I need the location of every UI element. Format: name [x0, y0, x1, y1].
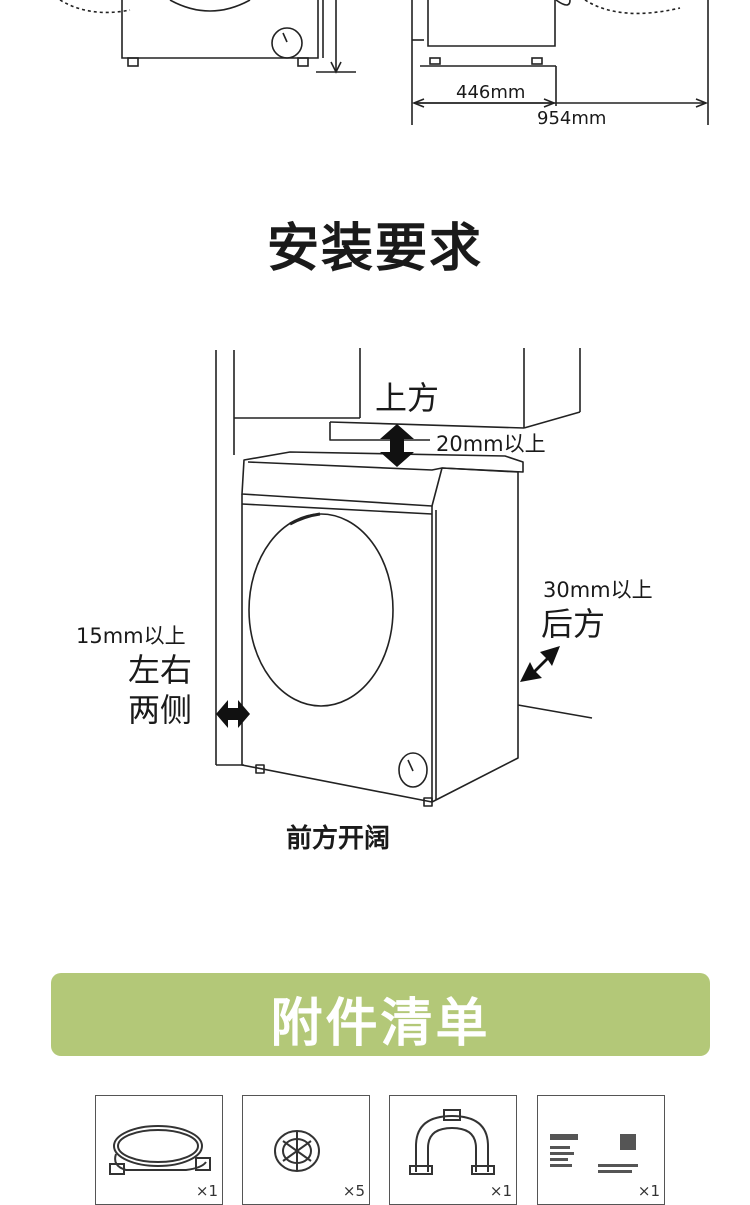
inlet-hose-qty: ×1	[195, 1182, 218, 1200]
hole-caps-qty: ×5	[342, 1182, 365, 1200]
install-title: 安装要求	[266, 219, 483, 279]
depth-label: 446mm	[456, 82, 526, 103]
installation-diagram	[215, 348, 593, 807]
hole-cap-icon	[274, 1130, 320, 1172]
top-clearance: 20mm以上	[436, 432, 546, 456]
accessory-card-manual: ×1	[537, 1095, 665, 1205]
manual-qty: ×1	[637, 1182, 660, 1200]
accessory-card-drain-bracket: ×1	[389, 1095, 517, 1205]
accessory-card-hole-caps: ×5	[242, 1095, 370, 1205]
total-depth-label: 954mm	[537, 108, 607, 129]
rear-label: 后方	[541, 605, 606, 643]
dimension-drawing	[59, 0, 709, 125]
front-label: 前方开阔	[286, 824, 391, 854]
top-label: 上方	[375, 379, 440, 417]
side-label-line1: 左右	[128, 651, 193, 689]
drain-bracket-qty: ×1	[489, 1182, 512, 1200]
side-label-line2: 两侧	[128, 691, 193, 729]
manual-icon	[550, 1134, 638, 1173]
inlet-hose-icon	[109, 1125, 211, 1175]
accessories-title: 附件清单	[270, 994, 491, 1054]
side-clearance: 15mm以上	[76, 624, 186, 648]
rear-clearance: 30mm以上	[543, 578, 653, 602]
accessory-card-inlet-hose: ×1	[95, 1095, 223, 1205]
accessories-banner: 附件清单	[51, 973, 710, 1056]
drain-bracket-icon	[409, 1109, 495, 1175]
